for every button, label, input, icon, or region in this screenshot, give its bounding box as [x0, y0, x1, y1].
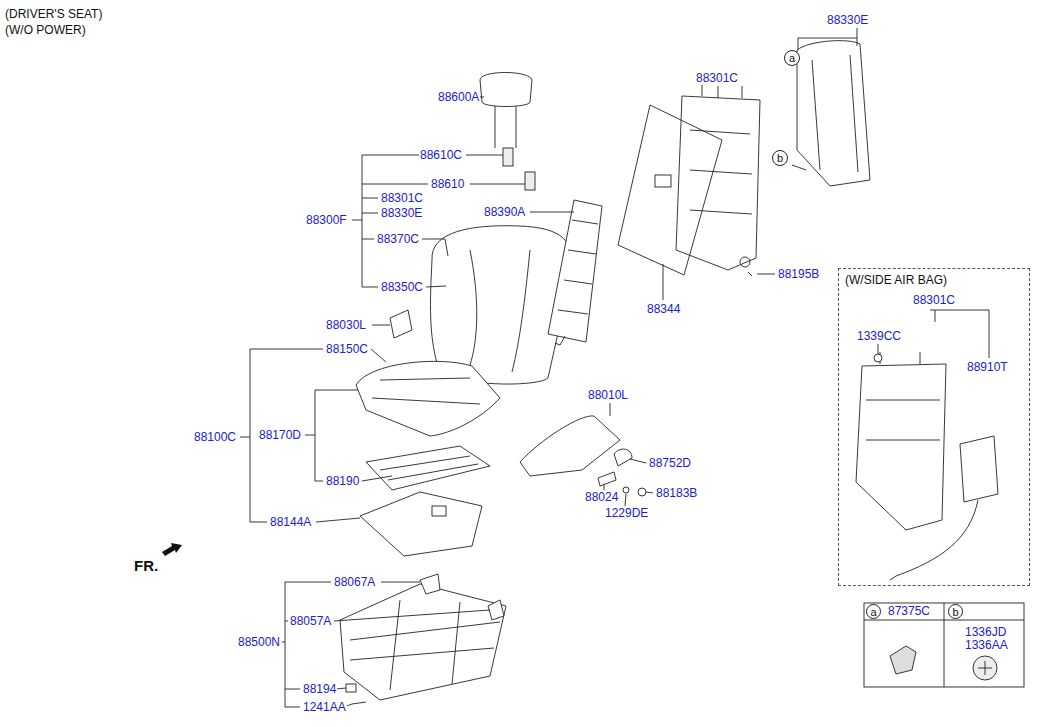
heading-note: FR.	[133, 557, 159, 574]
part-number: 88500N	[237, 635, 281, 649]
part-number: 88300F	[305, 213, 348, 227]
part-number: 88370C	[376, 232, 420, 246]
part-number: 88752D	[648, 456, 692, 470]
callout-letter: b	[777, 152, 783, 164]
callout-circle: a	[784, 50, 800, 66]
part-number: 88910T	[966, 360, 1009, 374]
callout-circle: b	[772, 150, 788, 166]
part-number: 88190	[325, 474, 360, 488]
variant-box: (W/SIDE AIR BAG)	[838, 268, 1030, 586]
part-number: 88610	[430, 177, 465, 191]
part-number: 88183B	[655, 486, 698, 500]
callout-letter: a	[789, 52, 795, 64]
part-number: 1336JD	[964, 625, 1007, 639]
part-number: 88344	[646, 302, 681, 316]
part-number: 88301C	[695, 71, 739, 85]
part-number: 88194	[302, 682, 337, 696]
part-number: 1336AA	[964, 638, 1009, 652]
part-number: 88024	[584, 490, 619, 504]
heading-note: (DRIVER'S SEAT)	[4, 7, 103, 21]
part-number: 1229DE	[604, 506, 649, 520]
callout-letter: a	[870, 606, 876, 618]
part-number: 88057A	[289, 614, 332, 628]
callout-circle: a	[866, 604, 881, 619]
part-number: 88301C	[912, 293, 956, 307]
heading-note: (W/O POWER)	[4, 23, 87, 37]
part-number: 88010L	[587, 388, 629, 402]
part-number: 88600A	[437, 90, 480, 104]
part-number: 88330E	[826, 13, 869, 27]
part-number: 88350C	[380, 280, 424, 294]
part-number: 88330E	[380, 206, 423, 220]
part-number: 88195B	[777, 267, 820, 281]
part-number: 88100C	[193, 430, 237, 444]
part-number: 1339CC	[856, 329, 902, 343]
part-number: 88030L	[325, 318, 367, 332]
part-number: 88301C	[380, 191, 424, 205]
part-number: 88610C	[419, 148, 463, 162]
part-number: 88067A	[333, 575, 376, 589]
part-number: 88144A	[269, 515, 312, 529]
box-heading: (W/SIDE AIR BAG)	[839, 269, 1029, 291]
callout-letter: b	[952, 606, 958, 618]
part-number: 88390A	[483, 205, 526, 219]
part-number: 87375C	[887, 604, 931, 618]
part-number: 88150C	[325, 342, 369, 356]
part-number: 88170D	[258, 428, 302, 442]
part-number: 1241AA	[302, 700, 347, 714]
callout-circle: b	[948, 604, 963, 619]
